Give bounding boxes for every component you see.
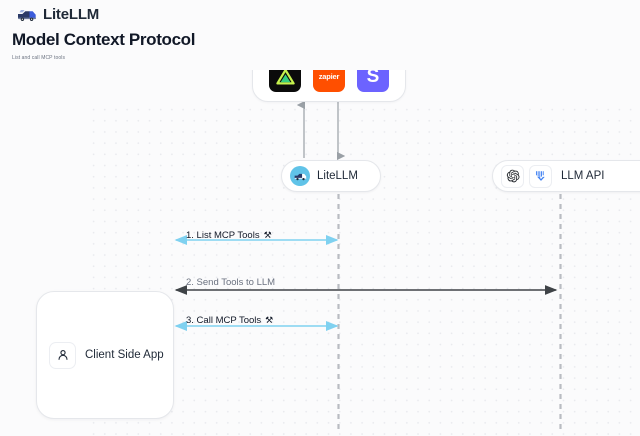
client-side-app-node[interactable]: Client Side App xyxy=(36,291,174,419)
brand: LiteLLM xyxy=(17,7,99,22)
diagram-edges xyxy=(174,100,562,430)
page-subtitle: List and call MCP tools xyxy=(12,55,66,61)
edge-2-label: 2. Send Tools to LLM xyxy=(186,277,275,288)
zapier-tool-icon[interactable]: zapier xyxy=(313,70,345,92)
edge-2-text: 2. Send Tools to LLM xyxy=(186,277,276,288)
llm-api-node-label: LLM API xyxy=(561,170,605,182)
openai-logo-icon xyxy=(501,164,524,188)
anthropic-claude-logo-icon xyxy=(529,164,552,188)
diagram-canvas: MCP Tools zapier S LiteLLM xyxy=(0,70,640,436)
client-side-app-label: Client Side App xyxy=(85,349,164,361)
llm-api-node[interactable]: LLM API xyxy=(492,160,640,192)
edge-3-label: 3. Call MCP Tools ⚒ xyxy=(186,315,273,326)
slack-tool-icon[interactable]: S xyxy=(357,70,389,92)
brand-name: LiteLLM xyxy=(43,6,100,23)
edge-1-label: 1. List MCP Tools ⚒ xyxy=(186,230,272,241)
user-person-icon xyxy=(49,341,76,369)
mcp-tools-group[interactable]: zapier S xyxy=(252,70,406,102)
edge-1-text: 1. List MCP Tools xyxy=(186,230,260,241)
tools-hammer-pick-icon: ⚒ xyxy=(263,230,272,240)
litellm-truck-logo-icon xyxy=(17,7,37,22)
page-title: Model Context Protocol xyxy=(12,30,196,49)
dot-grid-background xyxy=(88,104,640,436)
linear-tool-icon[interactable] xyxy=(269,70,301,92)
tools-hammer-pick-icon-2: ⚒ xyxy=(265,315,274,325)
litellm-avatar-icon xyxy=(290,166,310,186)
edge-3-text: 3. Call MCP Tools xyxy=(186,315,262,326)
litellm-node[interactable]: LiteLLM xyxy=(281,160,381,192)
litellm-node-label: LiteLLM xyxy=(317,170,358,182)
